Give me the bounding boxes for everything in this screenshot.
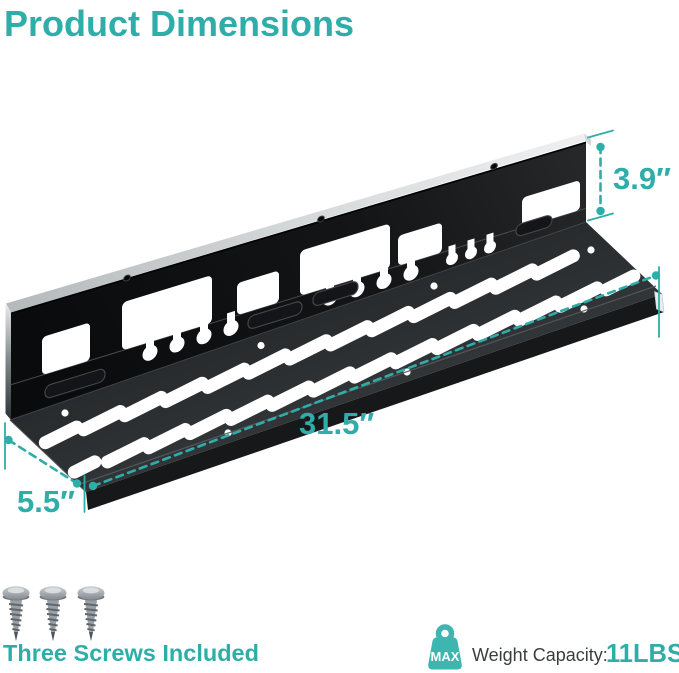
floor-slots bbox=[38, 246, 641, 479]
dimension-length bbox=[83, 266, 661, 513]
dimension-annotations bbox=[4, 129, 661, 513]
tray-front-lip bbox=[86, 294, 664, 510]
mounting-holes bbox=[123, 162, 498, 282]
height-dimension-label: 3.9″ bbox=[613, 161, 671, 196]
dimension-height bbox=[587, 129, 614, 222]
stamped-slots bbox=[44, 215, 553, 399]
depth-dimension-label: 5.5″ bbox=[17, 484, 75, 519]
tray-flange-right-cap bbox=[584, 133, 591, 146]
length-dimension-label: 31.5″ bbox=[299, 406, 375, 441]
page-title: Product Dimensions bbox=[4, 3, 355, 44]
screw-icon bbox=[39, 586, 67, 641]
weight-capacity-label: Weight Capacity: bbox=[472, 645, 608, 665]
weight-capacity-value: 11LBS bbox=[606, 640, 679, 668]
screws-icon bbox=[2, 586, 105, 641]
dimension-depth bbox=[4, 422, 82, 488]
tray-top-flange bbox=[6, 133, 589, 313]
max-badge-label: MAX bbox=[430, 649, 460, 664]
screw-icon bbox=[77, 586, 105, 641]
cable-tray-illustration bbox=[5, 133, 665, 510]
screw-icon bbox=[2, 586, 30, 641]
back-panel-cutouts bbox=[42, 162, 580, 399]
screws-caption: Three Screws Included bbox=[3, 640, 259, 666]
tray-left-end-face bbox=[5, 303, 11, 420]
max-weight-icon bbox=[428, 624, 462, 670]
